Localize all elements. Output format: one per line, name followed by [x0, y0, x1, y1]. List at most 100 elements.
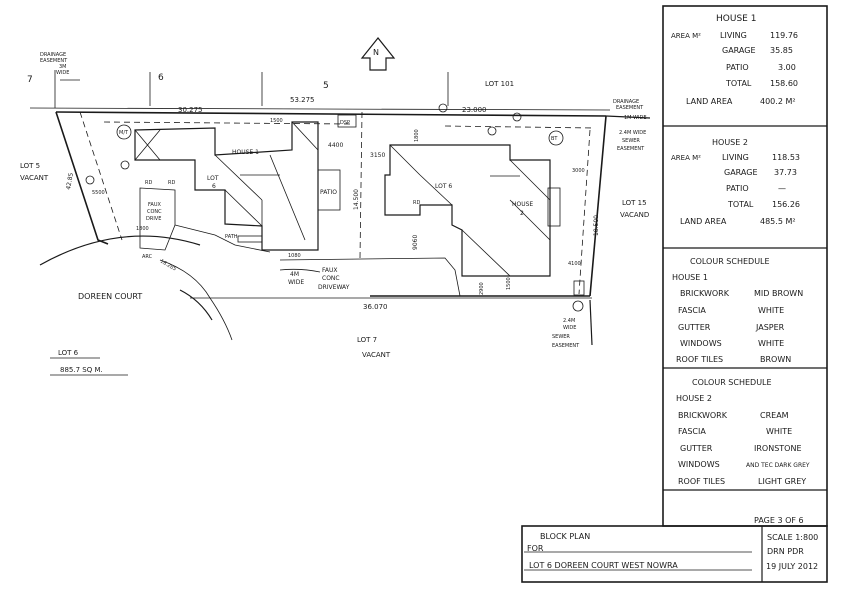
vacant-right: VACAND	[620, 211, 649, 219]
colour2-item-1: FASCIA	[678, 427, 706, 436]
colour1-item-1: FASCIA	[678, 306, 706, 315]
colour2-item-4: ROOF TILES	[678, 477, 725, 486]
dim-16285: 16.285	[159, 259, 177, 273]
colour2-heading: COLOUR SCHEDULE	[692, 378, 772, 387]
plan-dimensions: 30.275 53.275 23.000 36.070 18.500 14.50…	[65, 96, 600, 311]
house2-total-label: TOTAL	[727, 200, 754, 209]
house1-heading: HOUSE 1	[716, 14, 756, 24]
house1-garage-label: GARAGE	[722, 46, 756, 55]
house1-living-label: LIVING	[720, 31, 747, 40]
road-name: DOREEN COURT	[78, 292, 142, 301]
dim-53275: 53.275	[290, 96, 315, 104]
house2-footprint	[384, 144, 585, 296]
dim-36070: 36.070	[363, 303, 388, 311]
faux-conc-driveway	[279, 257, 461, 297]
colour-schedule-house2: COLOUR SCHEDULE HOUSE 2 BRICKWORK CREAM …	[676, 378, 810, 486]
colour1-item-2: GUTTER	[678, 323, 711, 332]
house2-heading: HOUSE 2	[712, 138, 748, 147]
colour2-item-3: WINDOWS	[678, 460, 720, 469]
house2-garage-value: 37.73	[774, 168, 797, 177]
dim-42: 42.85	[65, 172, 75, 190]
dim-1800: 1800	[414, 129, 420, 142]
drawn-by-text: DRN PDR	[767, 547, 804, 556]
colour2-item-2: GUTTER	[680, 444, 713, 453]
arc-label: ARC	[142, 254, 153, 260]
house1-area-label: AREA M²	[671, 32, 701, 40]
faux-dw-3: DRIVEWAY	[318, 284, 350, 291]
dsp-label: DSP	[340, 120, 350, 126]
colour1-item-4: ROOF TILES	[676, 355, 723, 364]
lot-15: LOT 15	[622, 199, 647, 207]
colour2-value-0: CREAM	[760, 411, 789, 420]
colour2-item-0: BRICKWORK	[678, 411, 728, 420]
colour1-subheading: HOUSE 1	[672, 273, 708, 282]
dim-30275: 30.275	[178, 106, 203, 114]
colour1-item-0: BRICKWORK	[680, 289, 730, 298]
dim-1800b: 1800	[136, 226, 149, 232]
house2-patio-label: PATIO	[726, 184, 749, 193]
drainage-right-2: EASEMENT	[616, 105, 644, 111]
sewer-bottom-2: WIDE	[563, 325, 576, 331]
lot-6-top: 6	[158, 73, 164, 83]
north-label: N	[373, 48, 379, 57]
title-block: PAGE 3 OF 6 BLOCK PLAN FOR LOT 6 DOREEN …	[521, 516, 828, 583]
colour-schedule-house1: COLOUR SCHEDULE HOUSE 1 BRICKWORK MID BR…	[672, 257, 803, 364]
colour1-value-0: MID BROWN	[754, 289, 803, 298]
colour2-subheading: HOUSE 2	[676, 394, 712, 403]
patio-label: PATIO	[320, 189, 337, 196]
drainage-right-1: DRAINAGE	[613, 99, 639, 105]
bt-label: BT	[551, 136, 558, 142]
wide-4m-1: 4M	[290, 271, 299, 278]
for-label: FOR	[527, 544, 544, 553]
colour1-value-2: JASPER	[755, 323, 785, 332]
drainage-left-3: 3M	[59, 64, 67, 70]
drainage-left-4: WIDE	[56, 70, 69, 76]
dim-3150: 3150	[370, 152, 385, 159]
lot-7-bottom: LOT 7	[357, 336, 377, 344]
faux-drive-3: DRIVE	[146, 216, 161, 222]
sewer-right-3: EASEMENT	[617, 146, 645, 152]
colour1-value-1: WHITE	[758, 306, 784, 315]
colour2-value-3: AND TEC DARK GREY	[746, 462, 810, 469]
sewer-bottom-1: 2.4M	[563, 318, 575, 324]
colour1-heading: COLOUR SCHEDULE	[690, 257, 770, 266]
doreen-court-road	[39, 235, 592, 341]
colour1-value-3: WHITE	[758, 339, 784, 348]
drainage-left-2: EASEMENT	[40, 58, 68, 64]
dim-4400: 4400	[328, 142, 343, 149]
sewer-right-2: SEWER	[622, 138, 640, 144]
lot6-h2: LOT 6	[435, 183, 452, 190]
plan-labels: 7 6 5 LOT 101 LOT 5 VACANT LOT 15 VACAND…	[20, 52, 649, 376]
house2-total-value: 156.26	[772, 200, 800, 209]
vacant-bottom: VACANT	[362, 351, 391, 359]
house2-label-2: 2	[520, 210, 524, 217]
drainage-left-1: DRAINAGE	[40, 52, 66, 58]
page-number: PAGE 3 OF 6	[754, 516, 804, 525]
house2-area-label: AREA M²	[671, 154, 701, 162]
house1-label: HOUSE 1	[232, 149, 259, 156]
drawing-title: BLOCK PLAN	[540, 532, 590, 541]
wide-4m-2: WIDE	[288, 279, 304, 286]
path-label: PATH	[225, 234, 238, 240]
faux-drive-2: CONC	[147, 209, 162, 215]
house2-label-1: HOUSE	[512, 201, 533, 208]
lot-101: LOT 101	[485, 80, 514, 88]
lot-7-left: 7	[27, 75, 33, 85]
house1-area-table: HOUSE 1 AREA M² LIVING 119.76 GARAGE 35.…	[671, 14, 798, 106]
faux-dw-2: CONC	[322, 275, 340, 282]
house1-footprint	[134, 114, 357, 251]
lot-boundaries	[29, 70, 651, 346]
house2-land-label: LAND AREA	[680, 217, 727, 226]
colour2-value-4: LIGHT GREY	[758, 477, 806, 486]
lot-5-top: 5	[323, 81, 329, 91]
colour2-value-2: IRONSTONE	[754, 444, 802, 453]
date-text: 19 JULY 2012	[766, 562, 818, 571]
dim-9060: 9060	[412, 235, 419, 250]
sewer-right-1: 2.4M WIDE	[619, 130, 646, 136]
mt-label: M/T	[119, 130, 129, 136]
service-symbols	[85, 103, 584, 312]
faux-dw-1: FAUX	[322, 267, 338, 274]
drainage-right-3: 1M WIDE	[624, 115, 647, 121]
lot6-h1-1: LOT	[207, 175, 219, 182]
